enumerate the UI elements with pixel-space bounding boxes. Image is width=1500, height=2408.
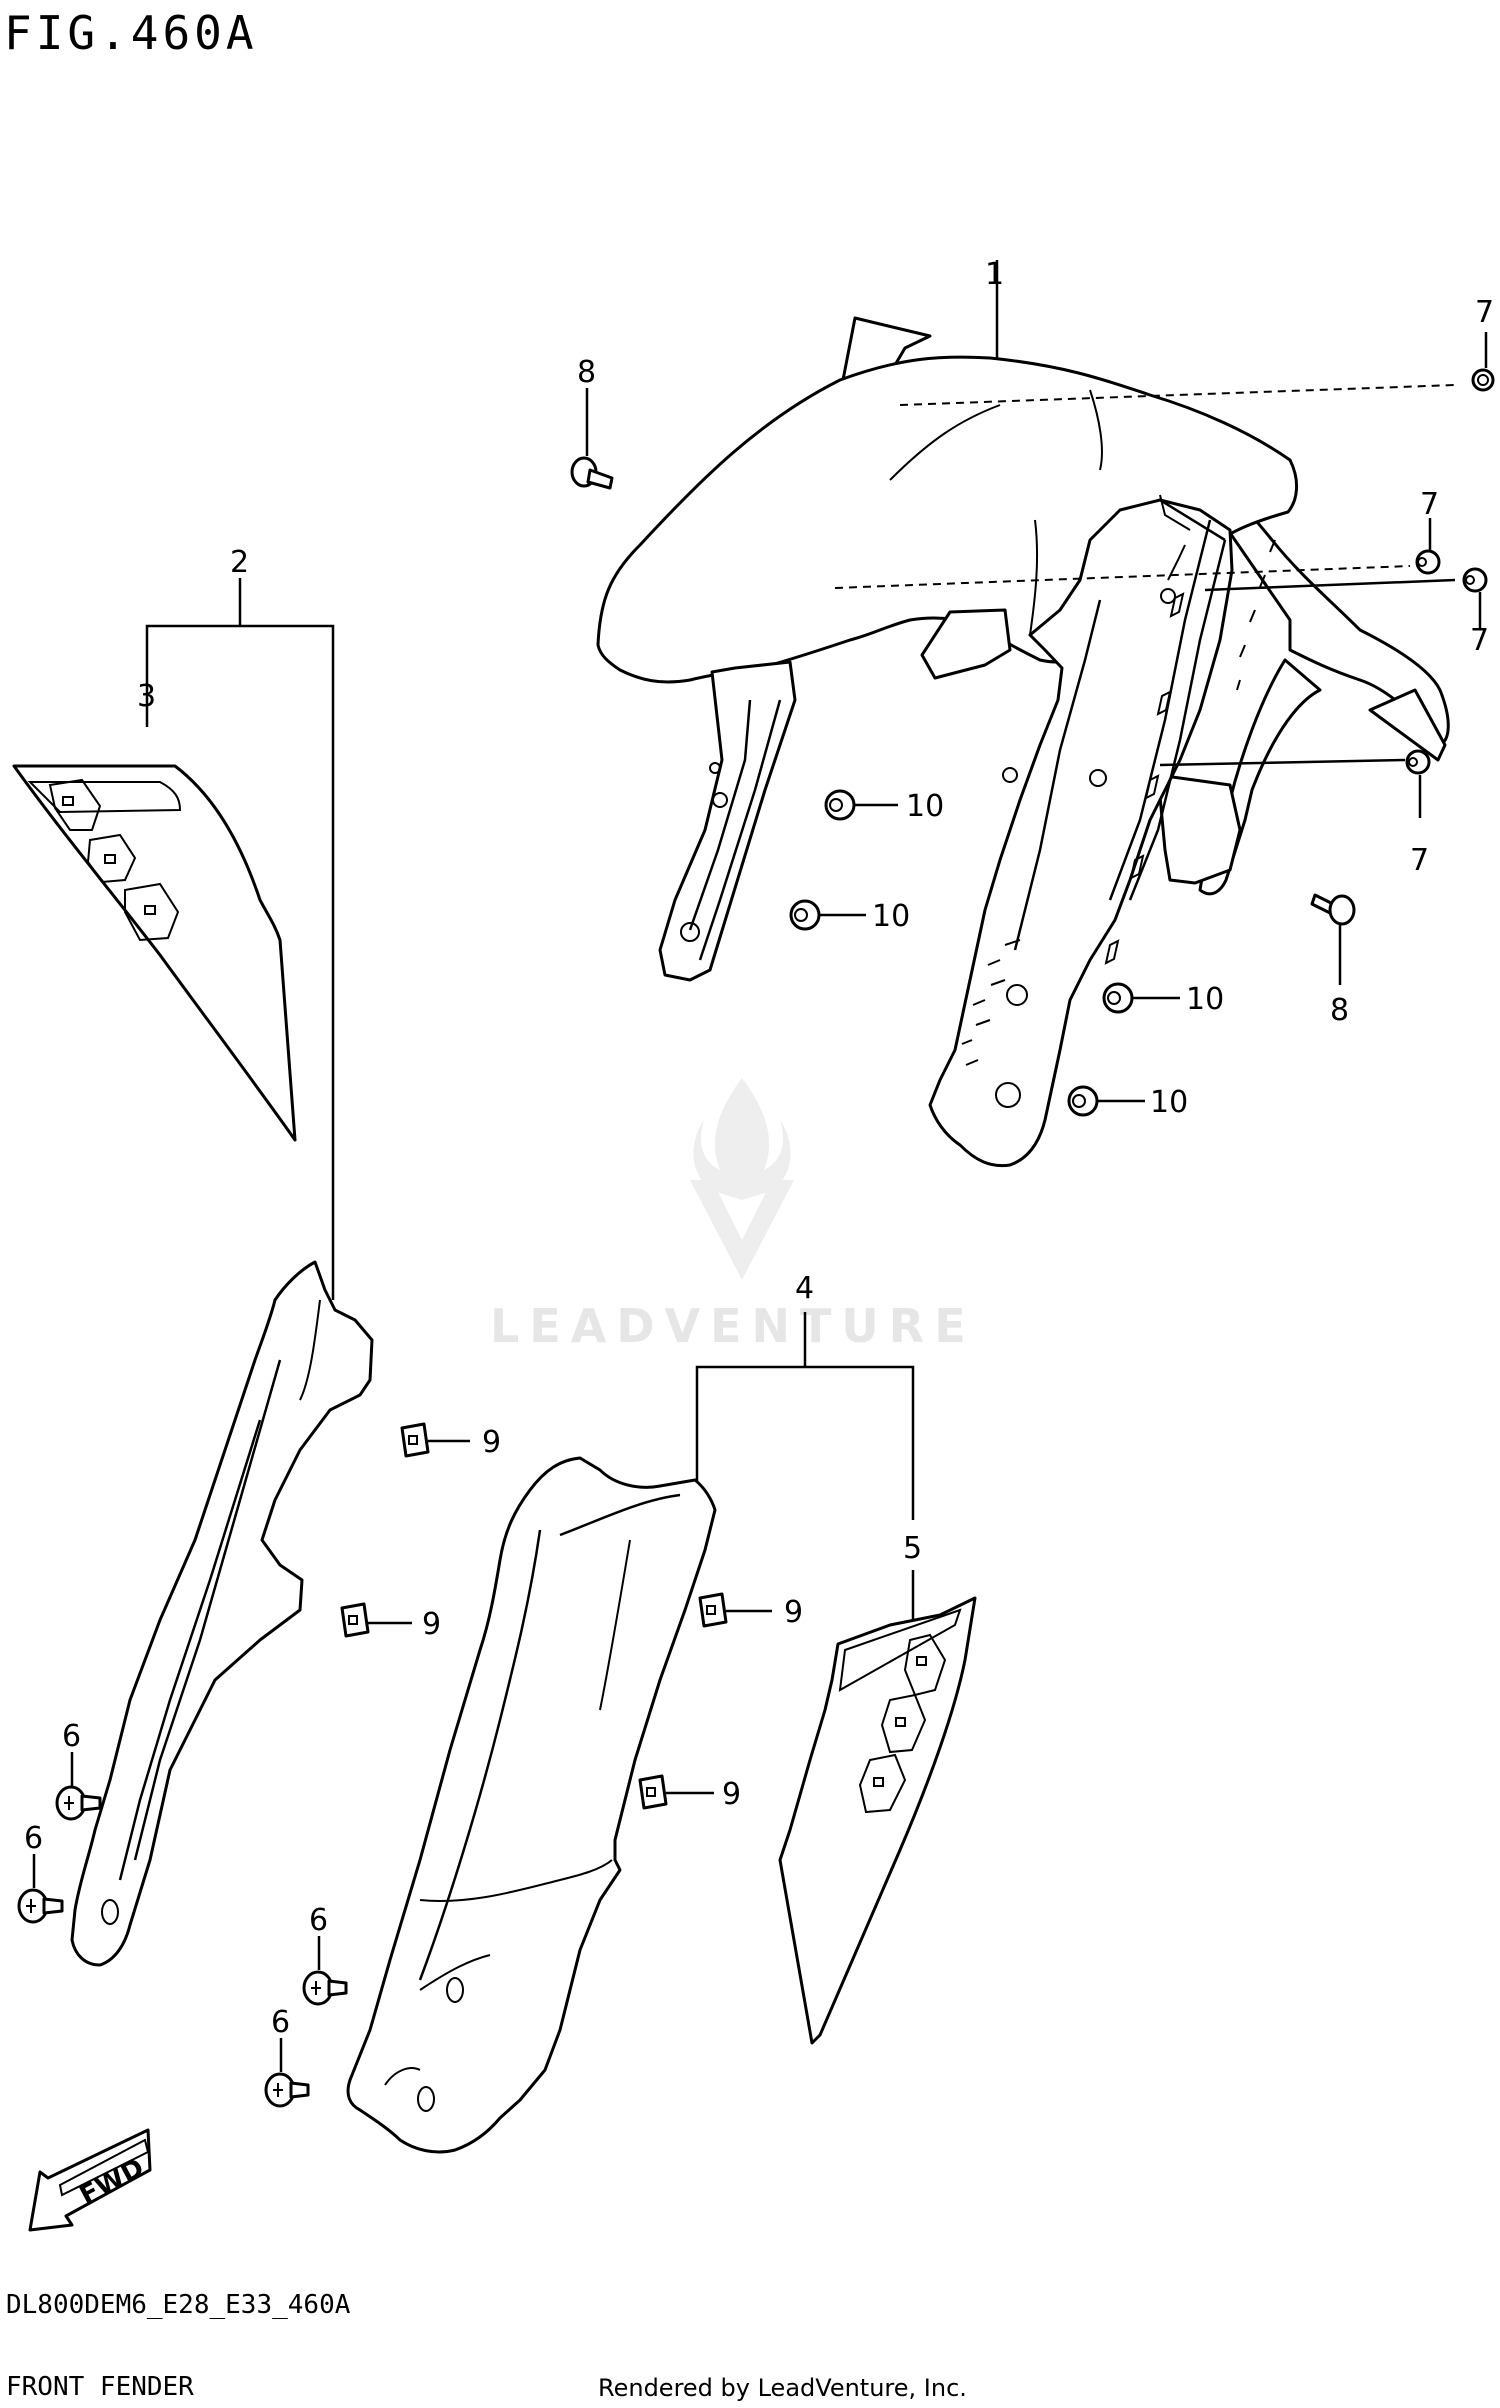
callout-9a: 9	[482, 1425, 501, 1460]
callout-7a: 7	[1475, 295, 1494, 330]
dashed-line-mid	[834, 565, 1411, 589]
callout-6b: 6	[24, 1821, 43, 1856]
fastener-7-mid-left[interactable]	[1415, 549, 1441, 575]
callout-7b: 7	[1420, 487, 1439, 522]
callout-9c: 9	[784, 1595, 803, 1630]
fwd-direction-badge: FWD	[28, 2128, 152, 2232]
callout-5: 5	[903, 1531, 922, 1566]
fastener-7-top[interactable]	[1471, 368, 1495, 392]
callout-10b: 10	[872, 899, 910, 934]
callout-4: 4	[795, 1271, 814, 1306]
callout-9d: 9	[722, 1777, 741, 1812]
nut-10-c[interactable]	[1102, 982, 1134, 1014]
bolt-6-a[interactable]	[55, 1785, 102, 1821]
clip-9-a[interactable]	[400, 1422, 430, 1458]
callout-8a: 8	[577, 355, 596, 390]
watermark-flame-icon	[693, 1078, 791, 1200]
figure-title: FIG.460A	[4, 6, 258, 60]
leader-7b	[1204, 578, 1456, 592]
watermark: LEADVENTURE	[490, 1078, 976, 1353]
callout-7d: 7	[1410, 843, 1429, 878]
reflector-panel-part-5[interactable]	[778, 1596, 977, 2045]
bracket-4	[695, 1365, 915, 1520]
clip-9-b[interactable]	[340, 1602, 370, 1638]
bolt-6-c[interactable]	[302, 1970, 348, 2006]
callout-7c: 7	[1470, 623, 1489, 658]
fork-cover-right[interactable]	[346, 1456, 717, 2154]
nut-10-d[interactable]	[1067, 1085, 1099, 1117]
callout-10a: 10	[906, 789, 944, 824]
reflector-panel-part-3[interactable]	[12, 764, 297, 1142]
callout-6a: 6	[62, 1719, 81, 1754]
section-name: FRONT FENDER	[6, 2372, 194, 2402]
clip-9-d[interactable]	[638, 1774, 668, 1810]
bolt-8-bottom[interactable]	[1310, 893, 1356, 926]
nut-10-a[interactable]	[824, 789, 856, 821]
callout-1: 1	[985, 257, 1004, 292]
callout-6c: 6	[309, 1903, 328, 1938]
credit-line: Rendered by LeadVenture, Inc.	[598, 2374, 967, 2402]
fastener-7-mid-right[interactable]	[1462, 567, 1488, 593]
bolt-6-d[interactable]	[264, 2072, 310, 2108]
callout-3: 3	[137, 679, 156, 714]
fastener-7-lower[interactable]	[1405, 749, 1431, 775]
watermark-text: LEADVENTURE	[490, 1299, 976, 1353]
watermark-v-icon	[690, 1180, 794, 1280]
callout-2: 2	[230, 545, 249, 580]
callout-8b: 8	[1330, 993, 1349, 1028]
callout-9b: 9	[422, 1607, 441, 1642]
front-fender-part-1[interactable]	[596, 316, 1450, 1168]
callout-6d: 6	[271, 2005, 290, 2040]
dashed-line-top	[899, 384, 1456, 406]
model-code: DL800DEM6_E28_E33_460A	[6, 2290, 351, 2320]
callout-10c: 10	[1186, 982, 1224, 1017]
nut-10-b[interactable]	[789, 899, 821, 931]
bolt-8-top[interactable]	[570, 456, 614, 490]
leader-7d	[1159, 758, 1406, 767]
fork-cover-left[interactable]	[70, 1260, 374, 1967]
callout-10d: 10	[1150, 1085, 1188, 1120]
clip-9-c[interactable]	[698, 1592, 728, 1628]
bolt-6-b[interactable]	[17, 1888, 64, 1924]
